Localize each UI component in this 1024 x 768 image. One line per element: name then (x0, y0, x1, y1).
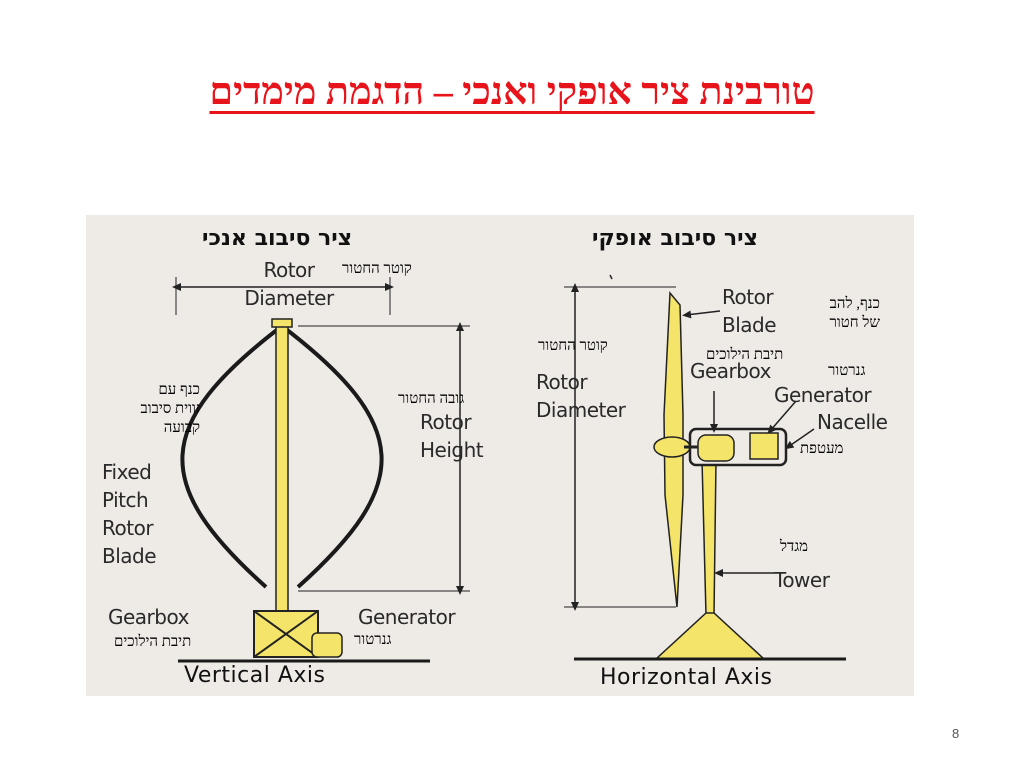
vertical-rotor-height-label: Rotor Height (420, 410, 484, 462)
vertical-gearbox-label: Gearbox (108, 605, 189, 629)
vertical-generator-label: Generator (358, 605, 456, 629)
vertical-gearbox-he: תיבת הילוכים (114, 634, 192, 650)
turbine-diagram: ציר סיבוב אנכי Rotor Diameter קוטר החטור… (86, 215, 914, 696)
vertical-blade-he: כנף עם זווית סיבוב קבועה (140, 382, 200, 436)
horizontal-rotor-blade-he: כנף, להב של חטור (829, 296, 880, 331)
horizontal-nacelle-label: Nacelle (817, 410, 888, 434)
vertical-generator (311, 632, 343, 658)
page-number: 8 (952, 726, 960, 741)
vertical-axis-label: Vertical Axis (184, 663, 326, 688)
slide-title: טורבינת ציר אופקי ואנכי – הדגמת מימדים (209, 71, 815, 113)
horizontal-generator-label: Generator (774, 383, 872, 407)
horizontal-generator (749, 432, 779, 460)
horizontal-heading: ציר סיבוב אופקי (592, 226, 758, 251)
horizontal-tower-label: Tower (774, 568, 830, 592)
horizontal-tower (701, 459, 717, 616)
horizontal-axis-label: Horizontal Axis (600, 665, 773, 690)
horizontal-nacelle-he: מעטפת (800, 441, 844, 457)
horizontal-rotor-diameter-label: Rotor Diameter (536, 370, 626, 422)
horizontal-tower-he: מגדל (780, 539, 809, 555)
vertical-rotor-height-he: גובה החטור (398, 391, 465, 407)
horizontal-generator-he: גנרטור (828, 363, 866, 379)
vertical-rotor-blade (180, 324, 284, 589)
vertical-shaft (275, 322, 289, 614)
horizontal-gearbox (697, 434, 735, 462)
vertical-rotor-diameter-label: Rotor Diameter (244, 258, 334, 310)
turbine-drawing (172, 274, 846, 663)
vertical-blade-label: Fixed Pitch Rotor Blade (102, 460, 157, 568)
horizontal-gearbox-label: Gearbox (690, 359, 771, 383)
horizontal-rotor-blade-label: Rotor Blade (722, 285, 777, 337)
horizontal-rotor-diameter-he: קוטר החטור (538, 338, 608, 354)
vertical-heading: ציר סיבוב אנכי (202, 226, 353, 251)
vertical-rotor-diameter-he: קוטר החטור (342, 261, 412, 277)
vertical-generator-he: גנרטור (354, 632, 392, 648)
horizontal-gearbox-he: תיבת הילוכים (706, 347, 784, 363)
horizontal-tower-base (654, 612, 766, 660)
